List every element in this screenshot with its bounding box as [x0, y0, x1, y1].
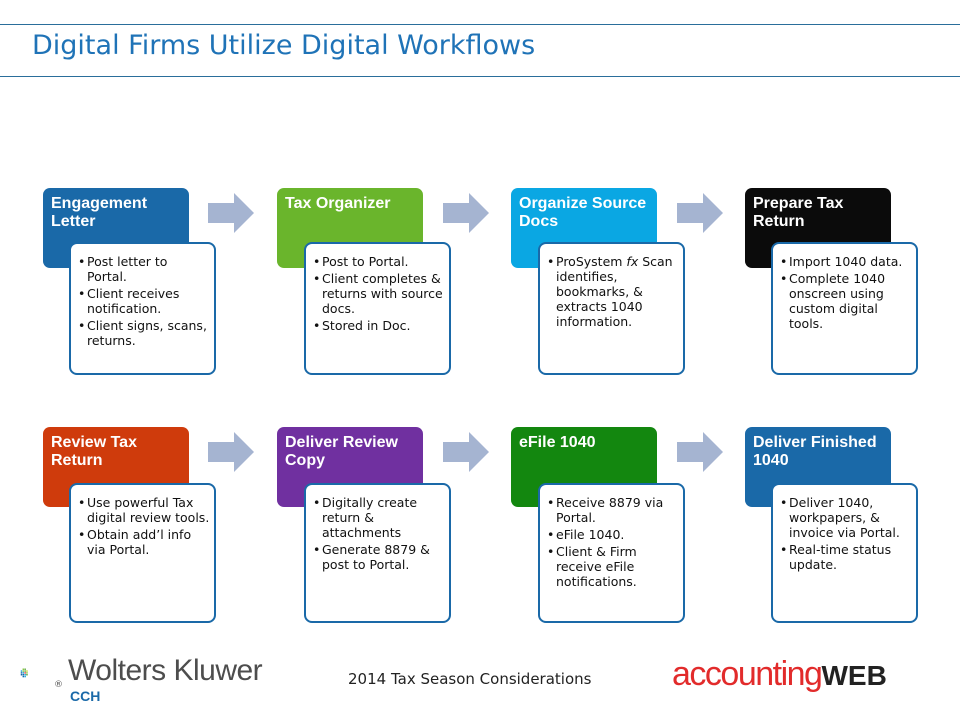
- footer-text: 2014 Tax Season Considerations: [348, 670, 592, 688]
- step-body-organize-source-docs: ProSystem fx Scan identifies, bookmarks,…: [538, 242, 685, 375]
- accountingweb-logo-part1: accounting: [672, 655, 823, 693]
- step-bullet-item: Stored in Doc.: [313, 318, 445, 333]
- step-bullet-text: Scan identifies, bookmarks, & extracts 1…: [556, 254, 673, 329]
- step-bullet-item: Import 1040 data.: [780, 254, 912, 269]
- step-bullet-item: Post letter to Portal.: [78, 254, 210, 284]
- step-body-review-tax-return: Use powerful Tax digital review tools.Ob…: [69, 483, 216, 623]
- step-title: eFile 1040: [519, 434, 596, 451]
- step-title: Tax Organizer: [285, 195, 391, 212]
- step-bullet-item: Receive 8879 via Portal.: [547, 495, 679, 525]
- page-title: Digital Firms Utilize Digital Workflows: [32, 30, 536, 61]
- step-body-efile-1040: Receive 8879 via Portal. eFile 1040. Clien…: [538, 483, 685, 623]
- flow-arrow-icon: [208, 193, 254, 233]
- flow-arrow-icon: [677, 193, 723, 233]
- step-title: Deliver Review Copy: [285, 434, 398, 469]
- step-bullet-item: Client & Firm receive eFile notification…: [547, 544, 679, 589]
- step-body-deliver-finished-1040: Deliver 1040, workpapers, & invoice via …: [771, 483, 918, 623]
- step-body-tax-organizer: Post to Portal. Client completes & return…: [304, 242, 451, 375]
- step-bullet-item: Use powerful Tax digital review tools.: [78, 495, 210, 525]
- step-bullet-item: Deliver 1040, workpapers, & invoice via …: [780, 495, 912, 540]
- wolters-kluwer-globe-icon: [20, 668, 28, 678]
- title-rule-top: [0, 24, 960, 25]
- step-title: Organize Source Docs: [519, 195, 647, 230]
- step-bullet-item: Client completes & returns with source d…: [313, 271, 445, 316]
- flow-arrow-icon: [443, 432, 489, 472]
- step-bullet-text: ProSystem: [556, 254, 627, 269]
- step-title: Prepare Tax Return: [753, 195, 844, 230]
- step-body-engagement-letter: Post letter to Portal.Client receives no…: [69, 242, 216, 375]
- accountingweb-logo-part2: WEB: [821, 660, 887, 691]
- title-rule-bottom: [0, 76, 960, 77]
- accountingweb-logo: accountingWEB: [672, 655, 887, 694]
- step-bullet-item: Client signs, scans, returns.: [78, 318, 210, 348]
- step-title: Deliver Finished 1040: [753, 434, 877, 469]
- wolters-kluwer-logo-text: Wolters Kluwer: [68, 654, 263, 687]
- cch-logo-text: CCH: [70, 688, 101, 704]
- step-bullet-item: Obtain add’l info via Portal.: [78, 527, 210, 557]
- step-title: Review Tax Return: [51, 434, 137, 469]
- registered-mark: ®: [54, 680, 63, 690]
- step-bullet-item: eFile 1040.: [547, 527, 679, 542]
- step-title: Engagement Letter: [51, 195, 148, 230]
- step-body-deliver-review-copy: Digitally create return & attachmentsGen…: [304, 483, 451, 623]
- step-bullet-item: Post to Portal.: [313, 254, 445, 269]
- step-bullet-item: Generate 8879 & post to Portal.: [313, 542, 445, 572]
- flow-arrow-icon: [208, 432, 254, 472]
- flow-arrow-icon: [443, 193, 489, 233]
- step-body-prepare-tax-return: Import 1040 data. Complete 1040 onscreen …: [771, 242, 918, 375]
- step-header-deliver-review-copy: Deliver Review Copy: [277, 427, 423, 507]
- flow-arrow-icon: [677, 432, 723, 472]
- step-bullet-item: ProSystem fx Scan identifies, bookmarks,…: [547, 254, 679, 329]
- step-bullet-item: Client receives notification.: [78, 286, 210, 316]
- step-bullet-item: Complete 1040 onscreen using custom digi…: [780, 271, 912, 331]
- step-bullet-text: fx: [626, 254, 639, 269]
- step-bullet-item: Real-time status update.: [780, 542, 912, 572]
- step-bullet-item: Digitally create return & attachments: [313, 495, 445, 540]
